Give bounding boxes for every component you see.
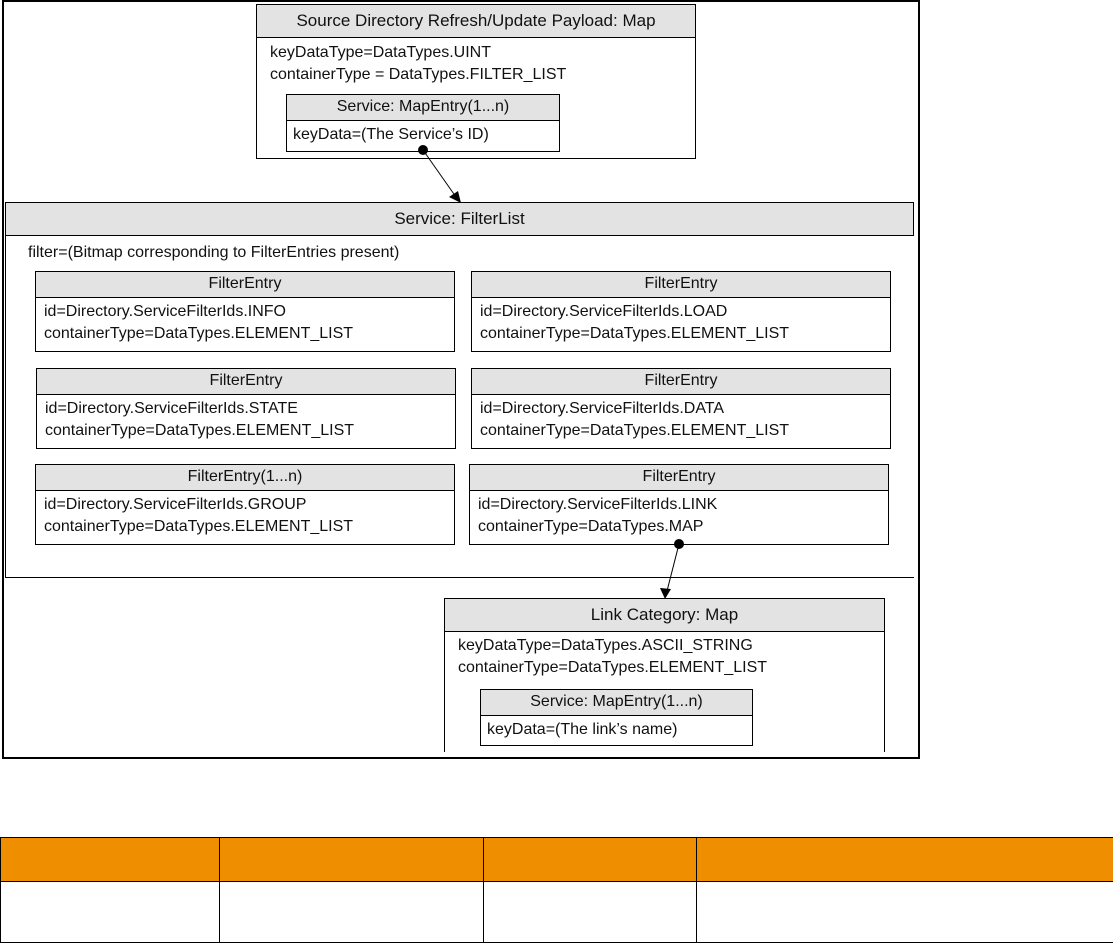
- filterentry-id: id=Directory.ServiceFilterIds.LOAD: [480, 303, 728, 320]
- filterentry-body: id=Directory.ServiceFilterIds.DATA conta…: [472, 395, 890, 445]
- table-header-cell: [483, 837, 697, 882]
- filterentry-group: FilterEntry(1...n) id=Directory.ServiceF…: [35, 464, 455, 545]
- filterentry-load: FilterEntry id=Directory.ServiceFilterId…: [471, 271, 891, 352]
- filterentry-id: id=Directory.ServiceFilterIds.DATA: [480, 400, 725, 417]
- link-mapentry-key: keyData=(The link’s name): [487, 721, 678, 738]
- table-cell: [219, 881, 484, 943]
- filterentry-title: FilterEntry(1...n): [36, 465, 454, 491]
- filterentry-title: FilterEntry: [472, 369, 890, 395]
- filterentry-title: FilterEntry: [36, 272, 454, 298]
- payload-mapentry-title: Service: MapEntry(1...n): [287, 95, 559, 121]
- table-header-cell: [696, 837, 1113, 882]
- filterentry-title: FilterEntry: [470, 465, 888, 491]
- filterentry-containertype: containerType=DataTypes.ELEMENT_LIST: [44, 325, 354, 342]
- filterentry-title: FilterEntry: [37, 369, 455, 395]
- table-row: [0, 881, 1113, 943]
- link-keydatatype: keyDataType=DataTypes.ASCII_STRING: [458, 637, 753, 654]
- link-containertype: containerType=DataTypes.ELEMENT_LIST: [458, 659, 768, 676]
- payload-keydatatype: keyDataType=DataTypes.UINT: [270, 44, 491, 61]
- payload-map-box: Source Directory Refresh/Update Payload:…: [256, 4, 696, 159]
- filterentry-id: id=Directory.ServiceFilterIds.STATE: [45, 400, 298, 417]
- filterentry-body: id=Directory.ServiceFilterIds.GROUP cont…: [36, 491, 454, 541]
- filterentry-info: FilterEntry id=Directory.ServiceFilterId…: [35, 271, 455, 352]
- filterlist-filter: filter=(Bitmap corresponding to FilterEn…: [28, 244, 400, 261]
- table-header-row: [0, 837, 1113, 882]
- payload-map-body: keyDataType=DataTypes.UINT containerType…: [257, 38, 695, 90]
- filterentry-containertype: containerType=DataTypes.ELEMENT_LIST: [44, 518, 354, 535]
- filterentry-containertype: containerType=DataTypes.MAP: [478, 518, 704, 535]
- filterentry-containertype: containerType=DataTypes.ELEMENT_LIST: [480, 325, 790, 342]
- table-cell: [0, 881, 220, 943]
- table-cell: [483, 881, 697, 943]
- filterentry-body: id=Directory.ServiceFilterIds.STATE cont…: [37, 395, 455, 445]
- link-category-body: keyDataType=DataTypes.ASCII_STRING conta…: [445, 632, 884, 682]
- filterentry-id: id=Directory.ServiceFilterIds.GROUP: [44, 496, 307, 513]
- payload-containertype: containerType = DataTypes.FILTER_LIST: [270, 66, 567, 83]
- filterentry-id: id=Directory.ServiceFilterIds.INFO: [44, 303, 286, 320]
- filterentry-state: FilterEntry id=Directory.ServiceFilterId…: [36, 368, 456, 449]
- payload-mapentry-box: Service: MapEntry(1...n) keyData=(The Se…: [286, 94, 560, 152]
- payload-mapentry-key: keyData=(The Service’s ID): [293, 126, 489, 143]
- filterentry-containertype: containerType=DataTypes.ELEMENT_LIST: [45, 422, 355, 439]
- properties-table: [0, 837, 1113, 943]
- diagram-frame: [2, 0, 920, 759]
- filterentry-id: id=Directory.ServiceFilterIds.LINK: [478, 496, 718, 513]
- filterentry-body: id=Directory.ServiceFilterIds.LINK conta…: [470, 491, 888, 541]
- link-mapentry-title: Service: MapEntry(1...n): [481, 690, 752, 716]
- filterentry-data: FilterEntry id=Directory.ServiceFilterId…: [471, 368, 891, 449]
- table-header-cell: [219, 837, 484, 882]
- link-category-title: Link Category: Map: [445, 599, 884, 632]
- filterentry-title: FilterEntry: [472, 272, 890, 298]
- filterentry-containertype: containerType=DataTypes.ELEMENT_LIST: [480, 422, 790, 439]
- filterentry-link: FilterEntry id=Directory.ServiceFilterId…: [469, 464, 889, 545]
- link-category-box: Link Category: Map keyDataType=DataTypes…: [444, 598, 885, 752]
- link-mapentry-box: Service: MapEntry(1...n) keyData=(The li…: [480, 689, 753, 746]
- table-header-cell: [0, 837, 220, 882]
- filterlist-title: Service: FilterList: [6, 203, 914, 236]
- filterentry-body: id=Directory.ServiceFilterIds.INFO conta…: [36, 298, 454, 348]
- filterentry-body: id=Directory.ServiceFilterIds.LOAD conta…: [472, 298, 890, 348]
- table-cell: [696, 881, 1113, 943]
- payload-map-title: Source Directory Refresh/Update Payload:…: [257, 5, 695, 38]
